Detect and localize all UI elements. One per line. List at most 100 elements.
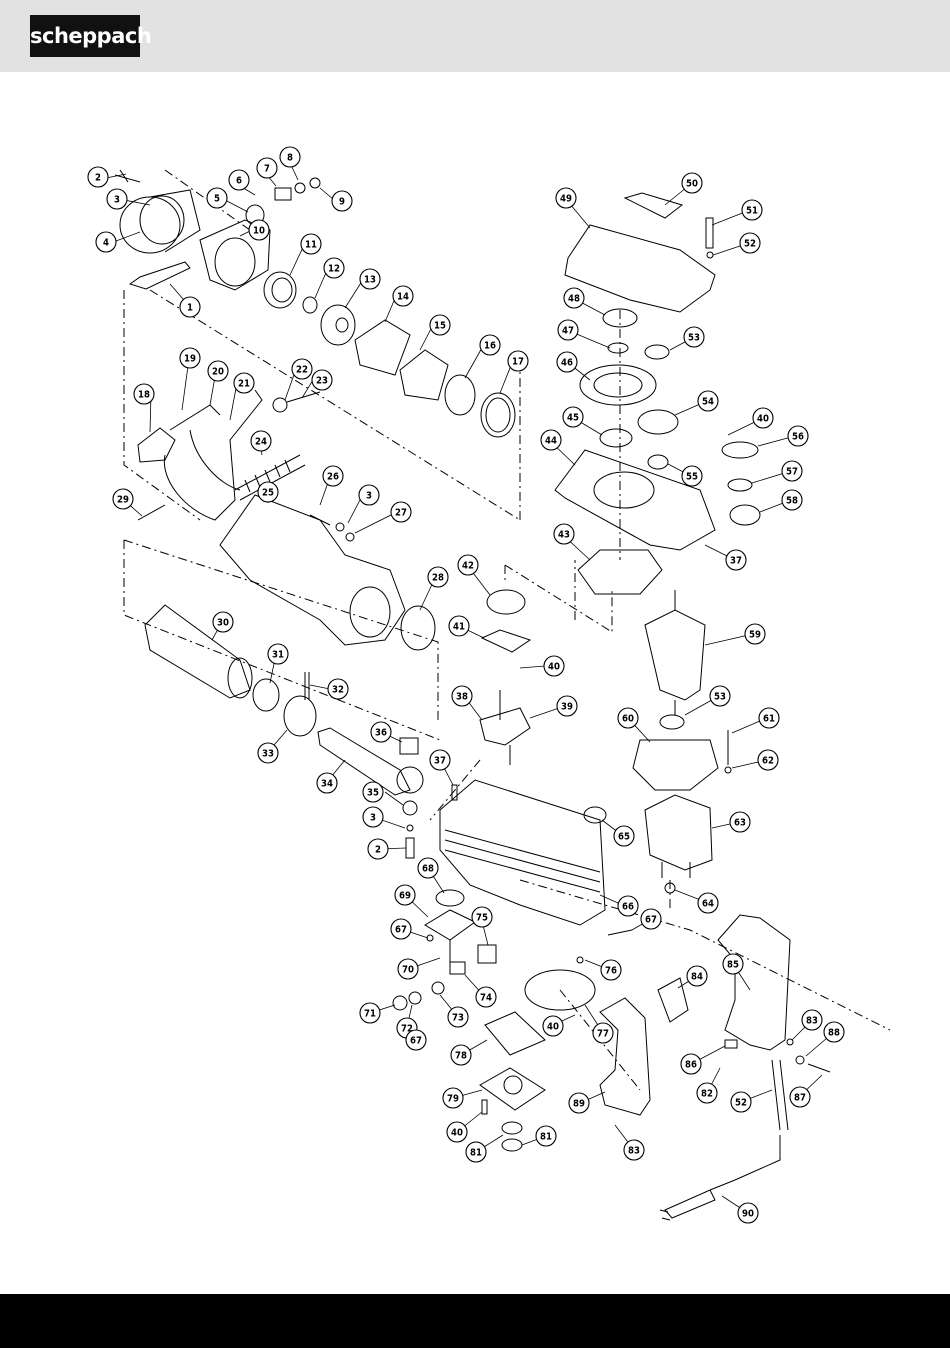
callout-circle xyxy=(95,231,117,253)
part-callout-69: 69 xyxy=(394,884,416,906)
callout-number: 84 xyxy=(691,972,703,983)
callout-circle xyxy=(683,326,705,348)
callout-circle xyxy=(543,655,565,677)
header-bar: scheppach xyxy=(0,0,950,72)
callout-number: 34 xyxy=(321,779,333,790)
part-callout-55: 55 xyxy=(681,465,703,487)
callout-circle xyxy=(322,465,344,487)
callout-number: 27 xyxy=(395,508,407,519)
callout-number: 23 xyxy=(316,376,328,387)
callout-number: 9 xyxy=(339,197,345,208)
part-callout-73: 73 xyxy=(447,1006,469,1028)
callout-circle xyxy=(362,781,384,803)
callout-number: 7 xyxy=(264,164,270,175)
callout-number: 22 xyxy=(296,365,308,376)
part-callout-1: 1 xyxy=(179,296,201,318)
part-callout-48: 48 xyxy=(563,287,585,309)
callout-circle xyxy=(617,895,639,917)
callout-circle xyxy=(744,623,766,645)
callout-circle xyxy=(447,1006,469,1028)
callout-circle xyxy=(471,906,493,928)
callout-number: 58 xyxy=(786,496,798,507)
scheppach-logo: scheppach xyxy=(30,15,152,57)
callout-circle xyxy=(179,347,201,369)
part-callout-63: 63 xyxy=(729,811,751,833)
callout-number: 12 xyxy=(328,264,340,275)
callout-number: 64 xyxy=(702,899,714,910)
part-callout-37: 37 xyxy=(725,549,747,571)
part-callout-3: 3 xyxy=(106,188,128,210)
callout-number: 67 xyxy=(645,915,657,926)
callout-circle xyxy=(617,707,639,729)
part-callout-45: 45 xyxy=(562,406,584,428)
part-callout-79: 79 xyxy=(442,1087,464,1109)
part-callout-11: 11 xyxy=(300,233,322,255)
callout-number: 89 xyxy=(573,1099,585,1110)
callout-circle xyxy=(367,838,389,860)
callout-circle xyxy=(279,146,301,168)
callout-circle xyxy=(696,1082,718,1104)
callout-circle xyxy=(553,523,575,545)
callout-number: 70 xyxy=(402,965,414,976)
callout-circle xyxy=(358,484,380,506)
part-callout-75: 75 xyxy=(471,906,493,928)
part-callout-37: 37 xyxy=(429,749,451,771)
callout-number: 6 xyxy=(236,176,242,187)
part-callout-17: 17 xyxy=(507,350,529,372)
callout-number: 11 xyxy=(305,240,317,251)
part-callout-81: 81 xyxy=(465,1141,487,1163)
part-callout-16: 16 xyxy=(479,334,501,356)
part-callout-36: 36 xyxy=(370,721,392,743)
callout-circle xyxy=(752,407,774,429)
part-callout-76: 76 xyxy=(600,959,622,981)
part-callout-40: 40 xyxy=(446,1121,468,1143)
callout-number: 40 xyxy=(757,414,769,425)
callout-number: 77 xyxy=(597,1029,609,1040)
callout-number: 42 xyxy=(462,561,474,572)
part-callout-20: 20 xyxy=(207,360,229,382)
callout-number: 1 xyxy=(187,303,193,314)
callout-number: 68 xyxy=(422,864,434,875)
callout-number: 73 xyxy=(452,1013,464,1024)
part-callout-39: 39 xyxy=(556,695,578,717)
part-callout-89: 89 xyxy=(568,1092,590,1114)
callout-number: 86 xyxy=(685,1060,697,1071)
part-callout-59: 59 xyxy=(744,623,766,645)
callout-number: 71 xyxy=(364,1009,376,1020)
part-callout-74: 74 xyxy=(475,986,497,1008)
callout-number: 54 xyxy=(702,397,714,408)
callout-number: 59 xyxy=(749,630,761,641)
callout-number: 83 xyxy=(806,1016,818,1027)
part-callout-42: 42 xyxy=(457,554,479,576)
callout-circle xyxy=(722,953,744,975)
part-callout-53: 53 xyxy=(709,685,731,707)
part-callout-9: 9 xyxy=(331,190,353,212)
callout-circle xyxy=(787,425,809,447)
callout-circle xyxy=(106,188,128,210)
part-callout-40: 40 xyxy=(752,407,774,429)
callout-circle xyxy=(540,429,562,451)
part-callout-90: 90 xyxy=(737,1202,759,1224)
callout-number: 53 xyxy=(688,333,700,344)
callout-number: 78 xyxy=(455,1051,467,1062)
callout-number: 50 xyxy=(686,179,698,190)
callout-circle xyxy=(394,884,416,906)
callout-number: 17 xyxy=(512,357,524,368)
part-callouts: 2345678910111213141516171819202122232425… xyxy=(87,146,845,1224)
part-callout-51: 51 xyxy=(741,199,763,221)
part-callout-26: 26 xyxy=(322,465,344,487)
callout-circle xyxy=(397,958,419,980)
part-callout-7: 7 xyxy=(256,157,278,179)
part-callout-30: 30 xyxy=(212,611,234,633)
part-callout-18: 18 xyxy=(133,383,155,405)
callout-circle xyxy=(207,360,229,382)
callout-number: 65 xyxy=(618,832,630,843)
part-callout-77: 77 xyxy=(592,1022,614,1044)
callout-number: 37 xyxy=(434,756,446,767)
callout-number: 52 xyxy=(735,1098,747,1109)
part-callout-35: 35 xyxy=(362,781,384,803)
callout-circle xyxy=(475,986,497,1008)
callout-circle xyxy=(709,685,731,707)
part-callout-3: 3 xyxy=(362,806,384,828)
callout-circle xyxy=(563,287,585,309)
